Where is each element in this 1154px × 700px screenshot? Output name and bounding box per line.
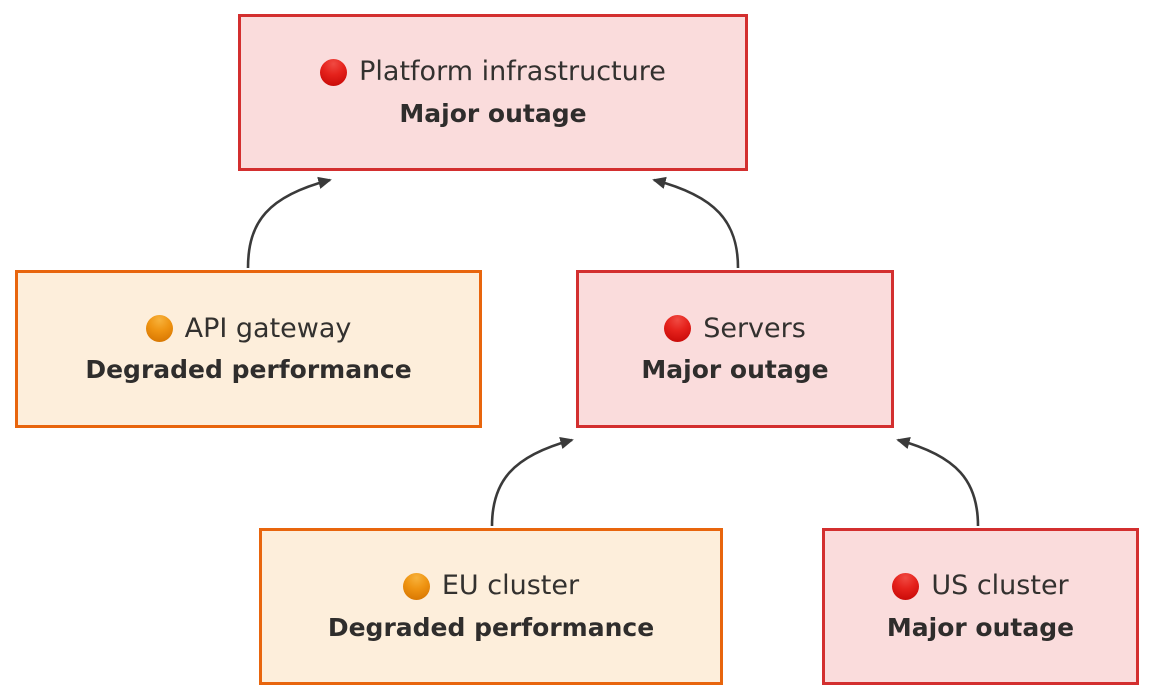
node-title-row: EU cluster [402,570,580,602]
node-title-text: US cluster [931,570,1069,602]
node-us-cluster[interactable]: US cluster Major outage [822,528,1139,685]
node-title-row: Servers [664,313,806,345]
edge-servers-to-platform [652,176,740,269]
edge-api-gateway-to-platform [246,176,332,269]
node-title-text: EU cluster [441,570,580,602]
edge-eu-cluster-to-servers [490,436,574,527]
node-eu-cluster[interactable]: EU cluster Degraded performance [259,528,723,685]
node-servers[interactable]: Servers Major outage [576,270,894,428]
node-status-text: Major outage [886,612,1075,642]
node-api-gateway[interactable]: API gateway Degraded performance [15,270,482,428]
node-status-text: Major outage [641,355,829,385]
node-title-text: API gateway [184,312,352,344]
node-title-row: US cluster [892,570,1069,602]
node-status-text: Degraded performance [85,355,412,385]
node-status-text: Degraded performance [327,612,655,642]
status-dot-orange-icon [402,572,430,600]
status-dot-red-icon [892,572,920,600]
status-dot-red-icon [320,58,348,86]
status-dot-orange-icon [145,315,173,343]
node-title-text: Servers [703,312,806,344]
status-dot-red-icon [664,315,692,343]
node-platform-infrastructure[interactable]: Platform infrastructure Major outage [238,14,748,171]
node-status-text: Major outage [399,98,587,128]
node-title-row: API gateway [145,312,352,345]
node-title-row: Platform infrastructure [320,56,666,88]
node-title-text: Platform infrastructure [359,56,666,88]
edge-us-cluster-to-servers [896,436,980,527]
